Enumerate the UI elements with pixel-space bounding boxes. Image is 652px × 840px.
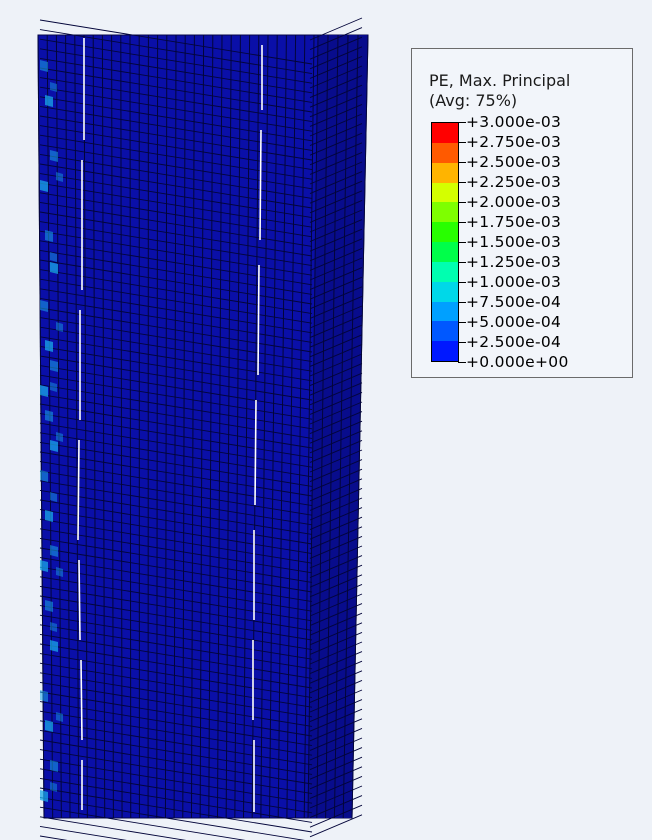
legend-colorbar	[431, 122, 459, 362]
contour-legend: PE, Max. Principal (Avg: 75%) +3.000e-03…	[411, 48, 633, 378]
legend-swatch	[432, 242, 458, 263]
legend-tick	[458, 342, 466, 343]
legend-swatch	[432, 142, 458, 164]
legend-swatch	[432, 222, 458, 243]
legend-swatch	[432, 123, 458, 144]
legend-level-label: +2.500e-04	[466, 333, 562, 351]
legend-swatch	[432, 341, 458, 362]
legend-level-label: +2.500e-03	[466, 153, 562, 171]
legend-level-label: +1.250e-03	[466, 253, 562, 271]
legend-swatch	[432, 162, 458, 183]
legend-level-label: +5.000e-04	[466, 313, 562, 331]
legend-swatch	[432, 202, 458, 223]
mesh-lines	[37, 17, 369, 840]
legend-level-label: +1.000e-03	[466, 273, 562, 291]
legend-level-label: +2.250e-03	[466, 173, 562, 191]
legend-level-label: +2.000e-03	[466, 193, 562, 211]
legend-tick	[458, 322, 466, 323]
legend-swatch	[432, 281, 458, 302]
legend-tick	[458, 122, 466, 123]
legend-level-label: +1.750e-03	[466, 213, 562, 231]
legend-tick	[458, 142, 466, 143]
crack-lines	[77, 38, 263, 812]
legend-swatch	[432, 182, 458, 203]
legend-level-label: +3.000e-03	[466, 113, 562, 131]
legend-tick	[458, 282, 466, 283]
legend-tick	[458, 222, 466, 223]
legend-level-label: +1.500e-03	[466, 233, 562, 251]
legend-tick	[458, 202, 466, 203]
legend-title: PE, Max. Principal	[429, 71, 571, 90]
legend-tick	[458, 362, 466, 363]
legend-level-label: +0.000e+00	[466, 353, 569, 371]
legend-swatch	[432, 301, 458, 322]
legend-tick	[458, 302, 466, 303]
legend-tick	[458, 182, 466, 183]
legend-swatch	[432, 261, 458, 283]
legend-tick	[458, 262, 466, 263]
strain-hotspots	[40, 60, 63, 802]
model-side-face	[308, 35, 368, 818]
legend-tick	[458, 242, 466, 243]
legend-swatch	[432, 321, 458, 342]
legend-subtitle: (Avg: 75%)	[429, 91, 518, 110]
legend-tick	[458, 162, 466, 163]
legend-level-label: +7.500e-04	[466, 293, 562, 311]
legend-level-label: +2.750e-03	[466, 133, 562, 151]
